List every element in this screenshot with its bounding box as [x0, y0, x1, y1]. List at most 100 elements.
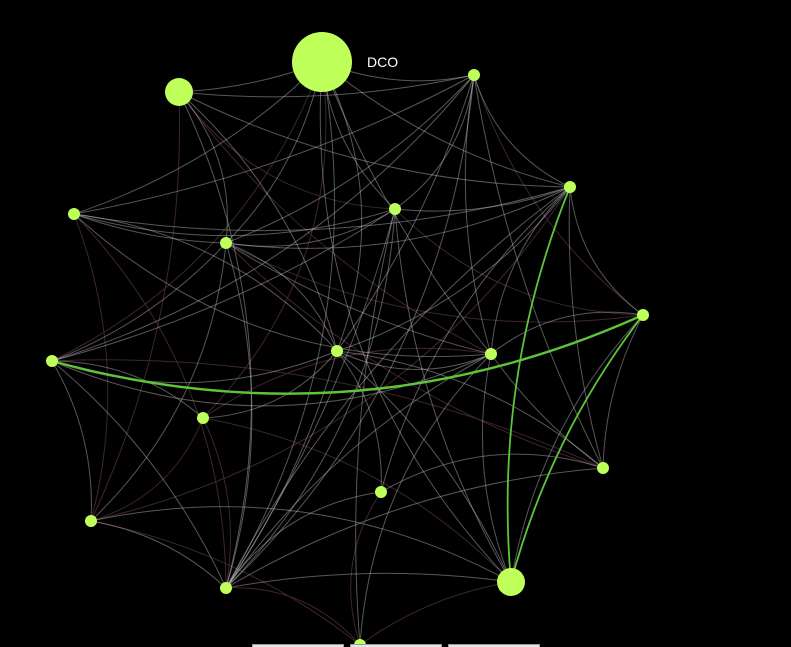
graph-edge [51, 74, 475, 362]
graph-node[interactable] [389, 203, 401, 215]
graph-edge [90, 186, 571, 522]
graph-edge [473, 74, 604, 469]
graph-edge [225, 74, 475, 244]
graph-edge [73, 213, 109, 522]
graph-edge [225, 208, 396, 589]
bottom-tab-1[interactable] [252, 644, 344, 647]
graph-edge [73, 213, 492, 358]
graph-node[interactable] [597, 462, 609, 474]
graph-edge [510, 314, 644, 583]
graph-node[interactable] [220, 582, 232, 594]
graph-edge [178, 91, 252, 589]
graph-edge [73, 213, 227, 244]
graph-edge [336, 350, 382, 493]
graph-node[interactable] [331, 345, 343, 357]
graph-edge [490, 353, 604, 469]
graph-edge [73, 213, 338, 352]
graph-edge [178, 91, 228, 244]
graph-edge [225, 74, 475, 589]
graph-edge [225, 61, 323, 244]
graph-edge [355, 208, 396, 646]
graph-edge [359, 581, 512, 646]
graph-edge [51, 360, 227, 589]
graph-edge [321, 61, 571, 188]
graph-edge [336, 186, 571, 352]
graph-edge [359, 353, 492, 646]
graph-edge [336, 350, 492, 370]
graph-edge [464, 74, 492, 355]
graph-edge [481, 353, 512, 583]
graph-node[interactable] [375, 486, 387, 498]
graph-node[interactable] [485, 348, 497, 360]
graph-edge [178, 91, 571, 188]
graph-edge [51, 359, 604, 469]
graph-node[interactable] [292, 32, 352, 92]
graph-edge [73, 208, 396, 237]
graph-edge [225, 242, 338, 352]
graph-edge [225, 242, 253, 589]
graph-edge [506, 186, 571, 583]
graph-node[interactable] [197, 412, 209, 424]
graph-edge [51, 350, 338, 384]
graph-edge [73, 61, 323, 215]
graph-node[interactable] [468, 69, 480, 81]
graph-node[interactable] [220, 237, 232, 249]
graph-edge [473, 74, 571, 188]
graph-edge [51, 353, 492, 407]
graph-edge [225, 572, 512, 589]
graph-edge [394, 208, 644, 316]
graph-edge [225, 186, 571, 589]
graph-edge [90, 506, 512, 583]
graph-edge [490, 311, 644, 355]
graph-node[interactable] [165, 78, 193, 106]
graph-edge [202, 61, 327, 419]
graph-edge [90, 417, 204, 522]
graph-edge [394, 74, 475, 210]
graph-node[interactable] [46, 355, 58, 367]
graph-edge [178, 91, 338, 352]
graph-edge [51, 208, 396, 362]
graph-edge [202, 417, 512, 583]
graph-edge [202, 350, 338, 419]
graph-edge [90, 520, 227, 589]
graph-edge [225, 242, 492, 355]
graph-node[interactable] [85, 515, 97, 527]
node-label: DCO [367, 54, 398, 70]
node-layer [46, 32, 649, 647]
graph-edge [490, 186, 571, 355]
graph-node[interactable] [68, 208, 80, 220]
graph-edge [225, 208, 396, 247]
graph-node[interactable] [497, 568, 525, 596]
graph-node[interactable] [637, 309, 649, 321]
edge-layer-dark [51, 61, 644, 646]
graph-edge [225, 587, 361, 646]
graph-node[interactable] [564, 181, 576, 193]
edge-layer-highlight [51, 186, 644, 583]
edge-layer-light [51, 61, 644, 646]
graph-edge [51, 242, 227, 362]
graph-edge [225, 186, 571, 249]
graph-edge [73, 74, 475, 215]
graph-edge [380, 186, 571, 493]
bottom-tab-3[interactable] [448, 644, 540, 647]
graph-edge [602, 314, 644, 469]
graph-edge [510, 314, 644, 583]
graph-edge [225, 242, 604, 469]
graph-edge [51, 313, 644, 395]
graph-edge [568, 186, 604, 469]
graph-edge [350, 491, 382, 646]
graph-edge [202, 417, 232, 589]
graph-edge [225, 242, 644, 323]
bottom-tab-2[interactable] [350, 644, 442, 647]
graph-edge [202, 347, 492, 419]
graph-edge [178, 91, 492, 355]
graph-edge [178, 74, 475, 98]
graph-edge [336, 350, 604, 469]
graph-edge [225, 350, 338, 589]
graph-edge [336, 350, 512, 583]
graph-edge [394, 186, 571, 212]
graph-edge [380, 453, 604, 493]
graph-edge [225, 491, 382, 589]
graph-edge [569, 186, 644, 316]
